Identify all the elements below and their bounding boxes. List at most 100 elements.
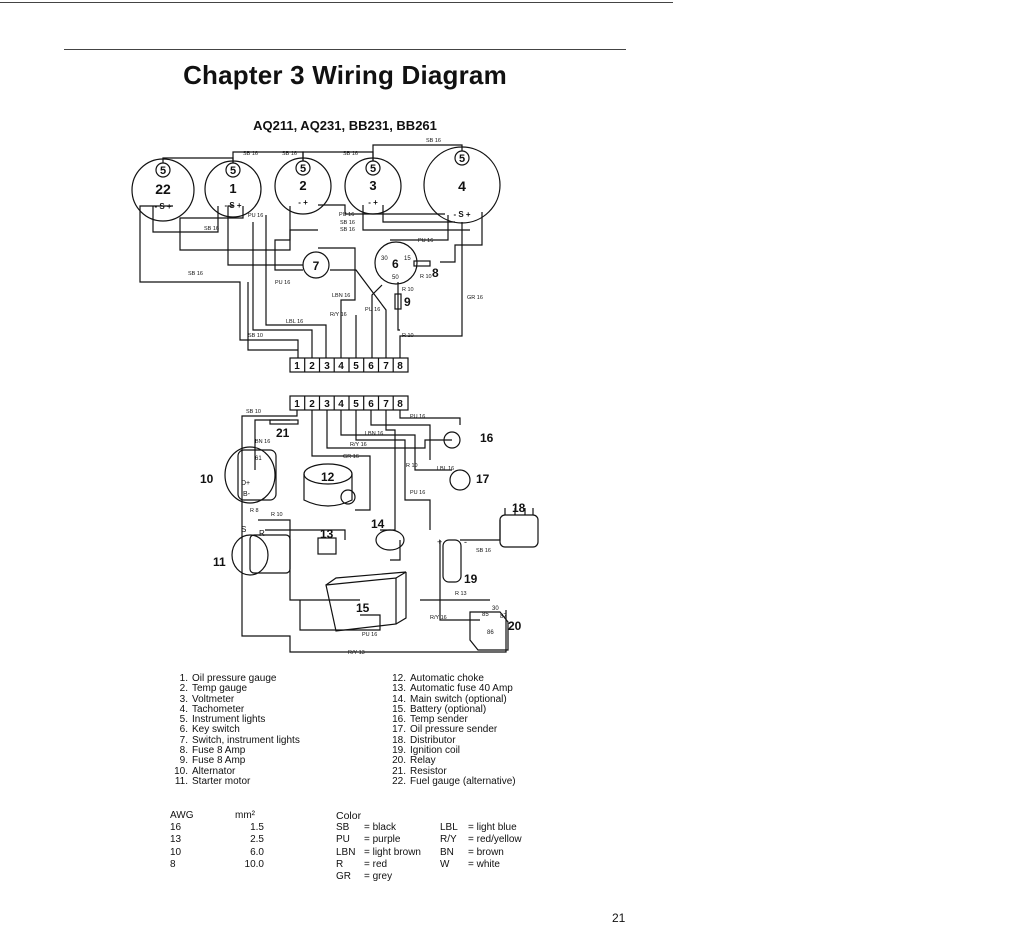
gauge-4-number: 4 bbox=[458, 178, 466, 194]
svg-text:7: 7 bbox=[313, 259, 320, 273]
svg-text:R/Y 13: R/Y 13 bbox=[348, 650, 365, 656]
lower-wiring bbox=[241, 410, 507, 653]
svg-text:14: 14 bbox=[371, 517, 385, 531]
svg-text:5: 5 bbox=[300, 163, 306, 175]
lamp-label: 5 bbox=[160, 165, 166, 177]
svg-text:SB 16: SB 16 bbox=[204, 226, 219, 232]
svg-text:+: + bbox=[437, 537, 442, 547]
alternator-10: 61 D+ B- 10 bbox=[200, 446, 277, 504]
svg-text:11: 11 bbox=[213, 555, 226, 569]
svg-text:19: 19 bbox=[464, 572, 478, 586]
legend-item: 6.Key switch bbox=[179, 724, 240, 736]
svg-text:4: 4 bbox=[338, 361, 344, 372]
automatic-choke-12: 12 bbox=[303, 463, 356, 507]
top-rule bbox=[0, 2, 673, 3]
svg-text:BN 16: BN 16 bbox=[255, 439, 270, 445]
svg-text:SB 16: SB 16 bbox=[282, 151, 297, 157]
svg-text:SB 16: SB 16 bbox=[476, 548, 491, 554]
svg-text:10: 10 bbox=[200, 472, 214, 486]
mm-header: mm² bbox=[235, 810, 255, 821]
svg-text:LBL 16: LBL 16 bbox=[286, 319, 303, 325]
svg-text:R 10: R 10 bbox=[420, 274, 432, 280]
svg-text:PU 16: PU 16 bbox=[339, 212, 354, 218]
gauge-22: 5 22 - S + bbox=[131, 158, 195, 222]
legend-item: 17.Oil pressure sender bbox=[392, 724, 498, 736]
svg-text:LBN 16: LBN 16 bbox=[332, 293, 350, 299]
svg-text:PU 16: PU 16 bbox=[410, 490, 425, 496]
svg-text:R/Y 16: R/Y 16 bbox=[350, 442, 367, 448]
svg-text:SB 16: SB 16 bbox=[343, 151, 358, 157]
svg-text:SB 16: SB 16 bbox=[243, 151, 258, 157]
svg-text:LBL 16: LBL 16 bbox=[437, 466, 454, 472]
legend-item: 4.Tachometer bbox=[179, 703, 245, 715]
svg-text:13: 13 bbox=[320, 527, 334, 541]
svg-text:8: 8 bbox=[397, 399, 403, 410]
svg-text:8: 8 bbox=[432, 266, 439, 280]
svg-text:5: 5 bbox=[353, 361, 359, 372]
legend-item: 9.Fuse 8 Amp bbox=[179, 755, 246, 767]
svg-text:D+: D+ bbox=[241, 480, 250, 487]
svg-text:2: 2 bbox=[309, 361, 315, 372]
key-switch-6: 30 50 15 6 bbox=[374, 241, 418, 285]
svg-text:R 10: R 10 bbox=[406, 463, 418, 469]
upper-wiring bbox=[139, 144, 483, 358]
svg-text:6: 6 bbox=[368, 361, 374, 372]
svg-text:4: 4 bbox=[338, 399, 344, 410]
gauge-1-number: 1 bbox=[229, 181, 236, 196]
svg-text:R 10: R 10 bbox=[402, 333, 414, 339]
svg-text:PU 16: PU 16 bbox=[410, 414, 425, 420]
distributor-18: 18 bbox=[499, 501, 539, 548]
fuse-8: 8 bbox=[413, 260, 439, 280]
svg-text:R 13: R 13 bbox=[455, 591, 467, 597]
svg-text:12: 12 bbox=[321, 470, 335, 484]
svg-text:R 10: R 10 bbox=[402, 287, 414, 293]
svg-text:15: 15 bbox=[356, 601, 370, 615]
legend-item: 10.Alternator bbox=[174, 765, 236, 777]
svg-text:16: 16 bbox=[480, 431, 494, 445]
svg-text:R 8: R 8 bbox=[250, 508, 259, 514]
legend-item: 19.Ignition coil bbox=[392, 745, 461, 757]
legend-item: 12.Automatic choke bbox=[392, 673, 484, 684]
legend-item: 15.Battery (optional) bbox=[392, 703, 487, 715]
legend-item: 22.Fuel gauge (alternative) bbox=[392, 775, 516, 787]
svg-text:SB 10: SB 10 bbox=[246, 409, 261, 415]
upper-wire-labels: SB 16 SB 16 SB 16 SB 16 SB 16 SB 16 PU 1… bbox=[188, 138, 483, 339]
svg-text:R/Y 16: R/Y 16 bbox=[430, 615, 447, 621]
gauge-1: 5 1 - S + bbox=[204, 160, 262, 218]
svg-text:SB 16: SB 16 bbox=[188, 271, 203, 277]
legend-item: 18.Distributor bbox=[392, 734, 456, 746]
legend-item: 2.Temp gauge bbox=[179, 683, 248, 695]
svg-text:R 10: R 10 bbox=[271, 512, 283, 518]
svg-text:61: 61 bbox=[255, 456, 262, 462]
svg-text:PU 16: PU 16 bbox=[365, 307, 380, 313]
svg-text:7: 7 bbox=[383, 361, 389, 372]
svg-text:18: 18 bbox=[512, 501, 526, 515]
svg-text:85: 85 bbox=[482, 612, 489, 618]
legend-item: 3.Voltmeter bbox=[179, 693, 235, 705]
svg-text:- S +: - S + bbox=[224, 201, 241, 210]
svg-text:21: 21 bbox=[276, 426, 290, 440]
svg-text:3: 3 bbox=[324, 361, 330, 372]
svg-text:SB 16: SB 16 bbox=[340, 220, 355, 226]
diagram-subtitle: AQ211, AQ231, BB231, BB261 bbox=[253, 118, 437, 133]
svg-text:17: 17 bbox=[476, 472, 490, 486]
svg-text:S: S bbox=[241, 525, 246, 534]
main-switch-14: 14 bbox=[371, 517, 405, 551]
fuse-9: 9 bbox=[394, 293, 411, 310]
svg-text:- S +: - S + bbox=[453, 210, 470, 219]
svg-text:PU 16: PU 16 bbox=[248, 213, 263, 219]
svg-text:30: 30 bbox=[492, 606, 499, 612]
gauge-3-number: 3 bbox=[369, 178, 376, 193]
svg-text:6: 6 bbox=[368, 399, 374, 410]
svg-text:1: 1 bbox=[294, 399, 300, 410]
svg-text:LBN 16: LBN 16 bbox=[365, 431, 383, 437]
svg-text:8: 8 bbox=[397, 361, 403, 372]
svg-text:9: 9 bbox=[404, 295, 411, 309]
